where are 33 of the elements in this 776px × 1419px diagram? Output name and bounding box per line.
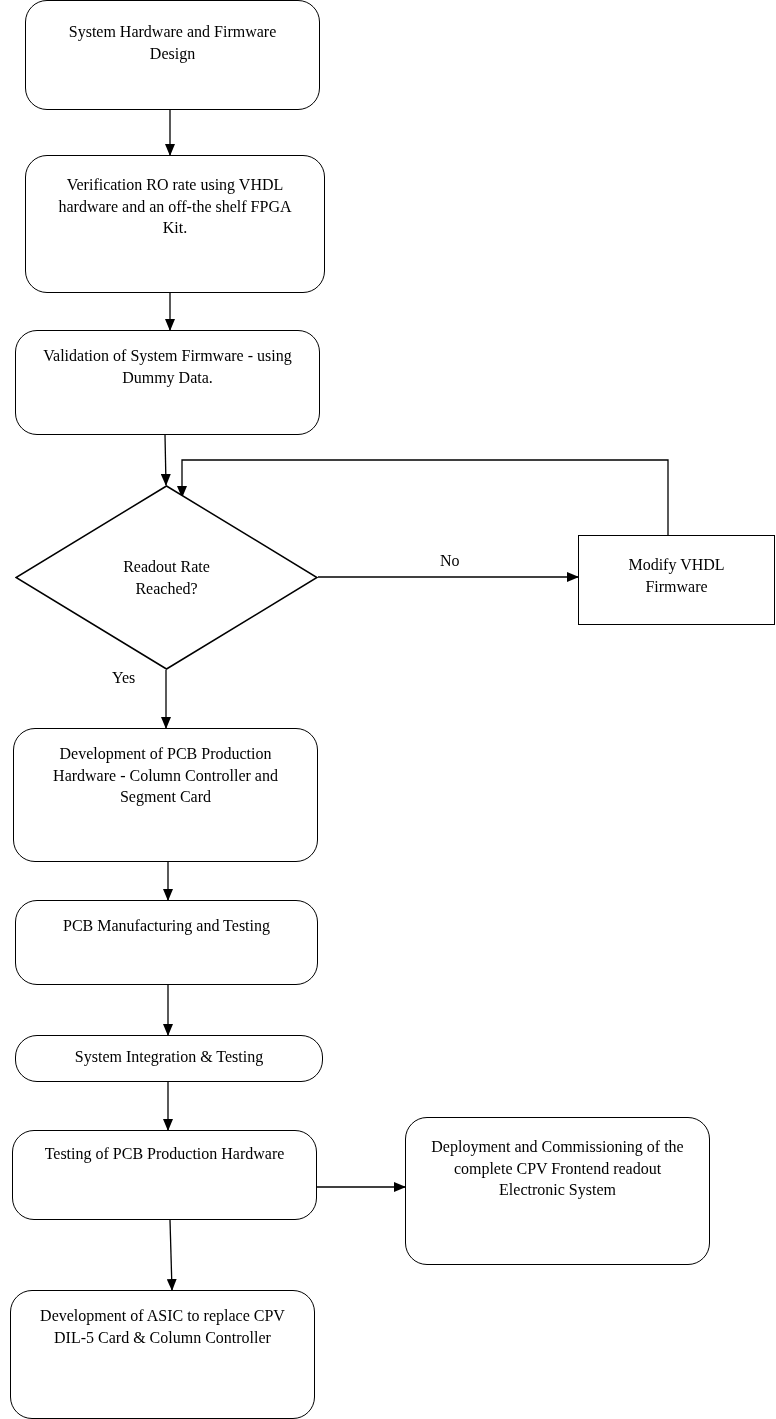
decision-diamond	[15, 485, 318, 670]
box-label: System Integration & Testing	[74, 1047, 264, 1068]
box-label: PCB Manufacturing and Testing	[63, 916, 270, 937]
arrow	[166, 1219, 177, 1291]
process-box	[10, 1290, 315, 1419]
box-label: Readout Rate Reached?	[122, 556, 211, 599]
box-label: Verification RO rate using VHDL hardware and an off-the shelf FPGA Kit.	[57, 175, 293, 239]
box-label: Development of ASIC to replace CPV DIL-5 Card & Column Controller	[39, 1306, 286, 1348]
arrow	[165, 109, 175, 156]
process-box	[405, 1117, 710, 1265]
box-label: Validation of System Firmware - using Dummy Data.	[42, 346, 293, 389]
arrow	[161, 669, 171, 729]
arrow	[165, 292, 175, 331]
arrow	[316, 1182, 406, 1192]
process-box	[15, 900, 318, 985]
arrow	[163, 1081, 173, 1131]
arrow	[160, 434, 171, 486]
arrow	[163, 861, 173, 901]
box-label: Testing of PCB Production Hardware	[44, 1144, 285, 1165]
process-box	[25, 0, 320, 110]
arrow	[163, 984, 173, 1036]
box-label: Deployment and Commissioning of the complete CPV Frontend readout Electronic System	[430, 1137, 685, 1201]
process-box	[25, 155, 325, 293]
process-box	[15, 1035, 323, 1082]
box-label: Modify VHDL Firmware	[627, 555, 726, 597]
process-box	[578, 535, 775, 625]
box-label: Development of PCB Production Hardware - Column Controller and Segment Card	[52, 744, 279, 808]
arrow	[317, 572, 579, 582]
process-box	[13, 728, 318, 862]
process-box	[12, 1130, 317, 1220]
box-label: System Hardware and Firmware Design	[67, 22, 278, 65]
process-box	[15, 330, 320, 435]
arrow	[177, 459, 669, 536]
